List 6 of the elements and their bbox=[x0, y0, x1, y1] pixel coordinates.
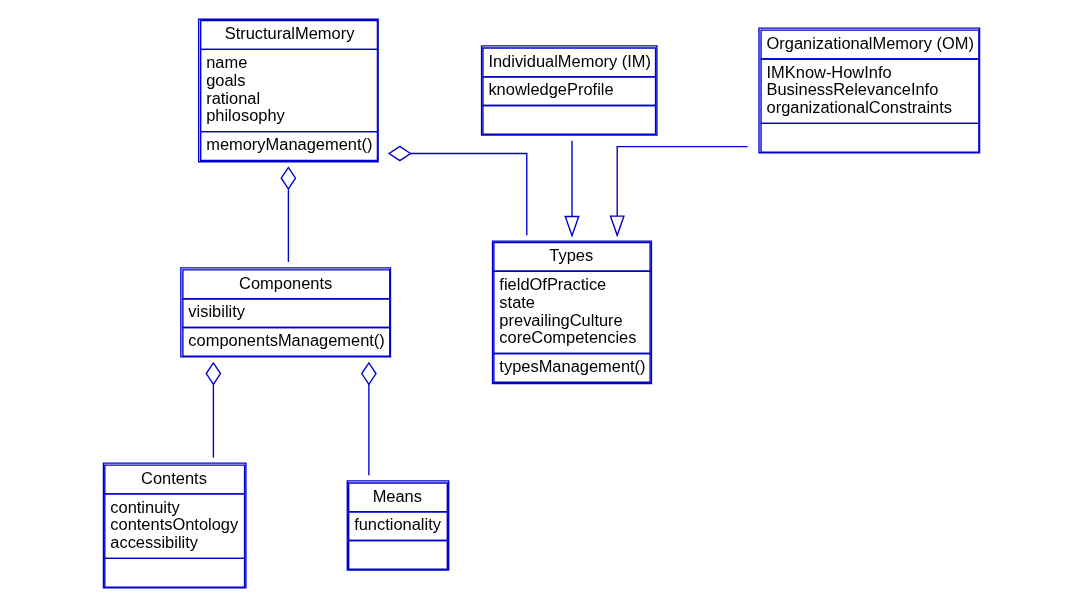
connector bbox=[387, 145, 527, 236]
connector bbox=[204, 361, 221, 459]
connector bbox=[279, 166, 296, 263]
arrow bbox=[563, 140, 580, 238]
arrow bbox=[609, 145, 748, 238]
connector bbox=[360, 361, 377, 476]
